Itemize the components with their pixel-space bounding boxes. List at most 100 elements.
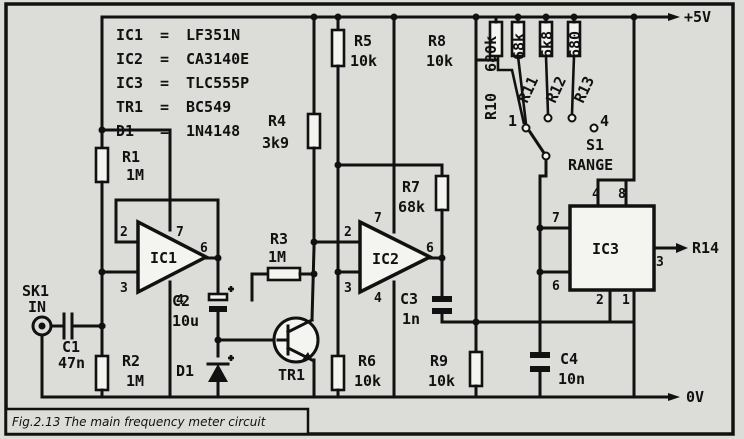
r9-value: 10k — [428, 372, 455, 390]
opamp-ic1 — [136, 219, 210, 295]
r2-value: 1M — [126, 372, 144, 390]
r13-value: 680 — [566, 31, 584, 58]
parts-value: 1N4148 — [186, 122, 240, 140]
timer-ic3 — [568, 204, 656, 292]
ic3-pin7: 7 — [552, 211, 560, 226]
input-name: SK1 — [22, 282, 49, 300]
ic3-pin2: 2 — [596, 293, 604, 308]
r6-name: R6 — [358, 352, 376, 370]
figure-caption: Fig.2.13 The main frequency meter circui… — [12, 415, 267, 429]
r3-value: 1M — [268, 248, 286, 266]
ic2-pin3: 3 — [344, 281, 352, 296]
ground-rail-arrow — [668, 393, 680, 401]
r10-name: R10 — [482, 93, 500, 120]
parts-value: BC549 — [186, 98, 231, 116]
c3-name: C3 — [400, 290, 418, 308]
ic1-pin2: 2 — [120, 225, 128, 240]
capacitor-c4 — [530, 352, 550, 372]
c1-name: C1 — [62, 338, 80, 356]
resistor-r2 — [94, 354, 110, 392]
parts-value: LF351N — [186, 26, 240, 44]
resistor-r10-branch — [474, 15, 504, 62]
resistor-r3 — [266, 266, 302, 282]
ic1-pin6: 6 — [200, 241, 208, 256]
r1-name: R1 — [122, 148, 140, 166]
parts-eq: = — [160, 98, 169, 116]
junction — [310, 270, 318, 278]
r10-value: 680k — [482, 36, 500, 72]
junction — [334, 13, 342, 21]
input-socket — [31, 315, 53, 337]
r4-name: R4 — [268, 112, 286, 130]
ic2-pin2: 2 — [344, 225, 352, 240]
parts-value: CA3140E — [186, 50, 249, 68]
resistor-r6 — [330, 354, 346, 392]
s1-name: S1 — [586, 136, 604, 154]
junction — [536, 268, 544, 276]
junction — [630, 13, 638, 21]
output-arrow — [676, 243, 688, 253]
junction — [310, 13, 318, 21]
parts-eq: = — [160, 26, 169, 44]
junction — [542, 13, 550, 21]
s1-label: RANGE — [568, 156, 613, 174]
parts-ref: IC3 — [116, 74, 143, 92]
caption-box — [4, 407, 310, 436]
r9-name: R9 — [430, 352, 448, 370]
ic2-pin4: 4 — [374, 291, 382, 306]
ic2-pin7: 7 — [374, 211, 382, 226]
ic3-label: IC3 — [592, 240, 619, 258]
d1-name: D1 — [176, 362, 194, 380]
c2-name: C2 — [172, 292, 190, 310]
r5-name: R5 — [354, 32, 372, 50]
ic3-pin6: 6 — [552, 279, 560, 294]
range-switch-contacts — [496, 55, 599, 161]
c2-value: 10u — [172, 312, 199, 330]
ic3-pin1: 1 — [622, 293, 630, 308]
resistor-r9 — [468, 350, 484, 388]
r5-value: 10k — [350, 52, 377, 70]
output-label: R14 — [692, 239, 719, 257]
r12-value: 6k8 — [538, 31, 556, 58]
wire — [310, 246, 316, 322]
resistor-r1 — [94, 146, 110, 184]
r11-value: 68k — [510, 33, 528, 60]
junction — [472, 318, 480, 326]
r6-value: 10k — [354, 372, 381, 390]
s1-pos4: 4 — [600, 112, 609, 130]
c4-value: 10n — [558, 370, 585, 388]
parts-value: TLC555P — [186, 74, 249, 92]
parts-list: IC1 = LF351N IC2 = CA3140E IC3 = TLC555P… — [116, 26, 249, 140]
resistor-r7 — [434, 174, 450, 212]
ic1-pin3: 3 — [120, 281, 128, 296]
s1-pos1: 1 — [508, 112, 517, 130]
r4-value: 3k9 — [262, 134, 289, 152]
ic2-label: IC2 — [372, 250, 399, 268]
c3-value: 1n — [402, 310, 420, 328]
rail-top-label: +5V — [684, 8, 711, 26]
r1-value: 1M — [126, 166, 144, 184]
rail-bottom-label: 0V — [686, 388, 704, 406]
frame — [4, 2, 735, 436]
parts-ref: IC2 — [116, 50, 143, 68]
ic3-pin3: 3 — [656, 255, 664, 270]
r8-value: 10k — [426, 52, 453, 70]
ic3-pin4: 4 — [592, 187, 600, 202]
resistor-r4 — [306, 112, 322, 150]
junction — [472, 13, 480, 21]
junction — [334, 161, 342, 169]
parts-eq: = — [160, 50, 169, 68]
ic1-label: IC1 — [150, 249, 177, 267]
diode-d1 — [206, 355, 234, 382]
r7-value: 68k — [398, 198, 425, 216]
capacitor-c2 — [207, 286, 234, 312]
ic3-pin8: 8 — [618, 187, 626, 202]
junction — [98, 322, 106, 330]
junction — [570, 13, 578, 21]
ic1-pin4: 4 — [176, 293, 184, 308]
c1-value: 47n — [58, 354, 85, 372]
junction — [514, 13, 522, 21]
r8-name: R8 — [428, 32, 446, 50]
